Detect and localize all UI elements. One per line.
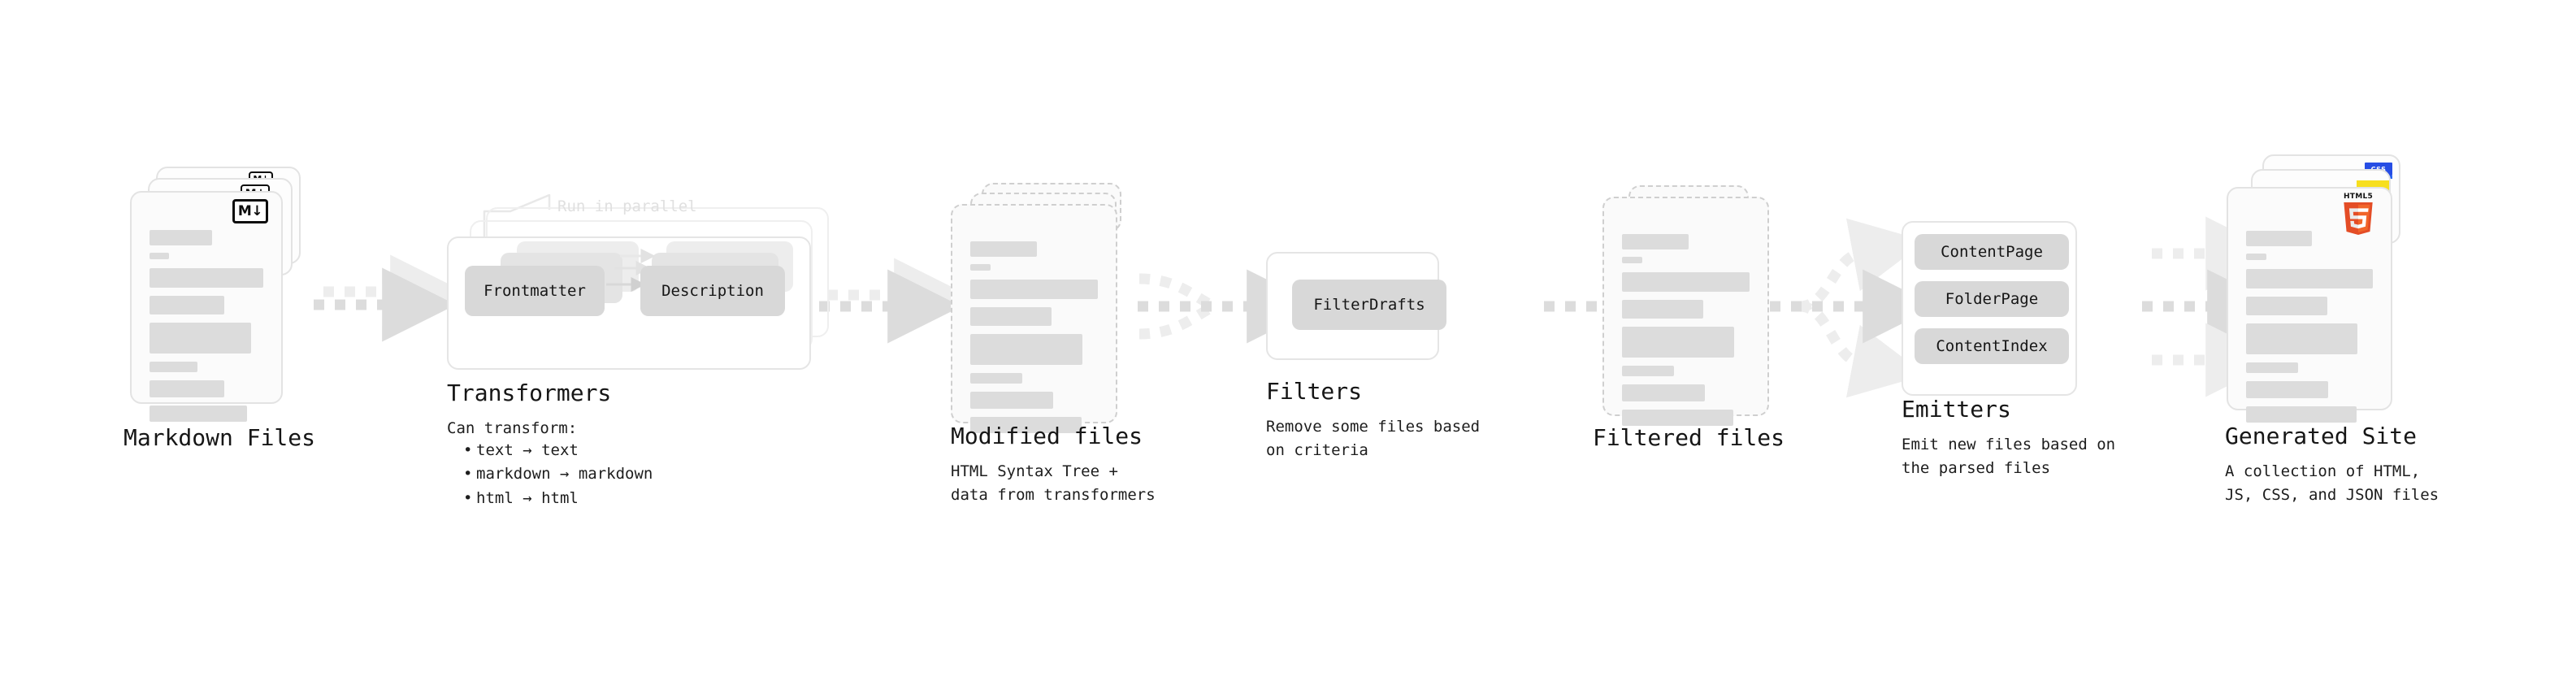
generated-site-description: A collection of HTML, JS, CSS, and JSON … — [2225, 462, 2439, 505]
emitters-description: Emit new files based on the parsed files — [1902, 436, 2116, 478]
transformer-pill-description[interactable]: Description — [640, 266, 785, 316]
filters-title: Filters — [1266, 378, 1363, 405]
transformer-bullet: text → text — [463, 439, 653, 463]
generated-card-content — [2246, 231, 2373, 423]
content-bar — [970, 264, 991, 271]
content-bar — [150, 296, 225, 314]
filters-description: Remove some files based on criteria — [1266, 418, 1481, 460]
filtered-card-content — [1622, 234, 1750, 426]
content-bar — [150, 380, 225, 397]
generated-site-title: Generated Site — [2225, 423, 2418, 449]
modified-card-front — [951, 204, 1117, 433]
html5-icon-word: HTML5 — [2343, 193, 2374, 201]
modified-files-stack — [951, 183, 1146, 433]
modified-files-title: Modified files — [951, 423, 1143, 449]
emitter-pill-contentpage[interactable]: ContentPage — [1915, 234, 2069, 270]
content-bar — [1622, 410, 1733, 426]
content-bar — [970, 280, 1098, 299]
filtered-files-stack — [1602, 185, 1781, 426]
content-bar — [1622, 366, 1675, 376]
content-bar — [970, 334, 1083, 365]
content-bar — [2246, 231, 2313, 246]
arrow-transformers-to-modified — [819, 258, 969, 344]
content-bar — [2246, 297, 2327, 315]
content-bar — [1622, 327, 1735, 358]
arrow-markdown-to-transformers — [314, 254, 465, 342]
modified-card-content — [970, 241, 1098, 433]
content-bar — [970, 392, 1054, 409]
markdown-files-stack: M↓ M↓ M↓ — [130, 167, 317, 422]
content-bar — [150, 230, 212, 245]
content-bar — [1622, 384, 1706, 401]
content-bar — [2246, 362, 2298, 373]
emitters-title: Emitters — [1902, 396, 2011, 423]
content-bar — [2246, 406, 2357, 423]
html5-shield-glyph — [2344, 202, 2373, 235]
content-bar — [1622, 272, 1750, 292]
html5-icon: HTML5 — [2340, 193, 2376, 236]
content-bar — [150, 323, 251, 354]
content-bar — [150, 362, 197, 372]
transformers-title: Transformers — [447, 380, 612, 406]
content-bar — [150, 268, 263, 288]
filter-pill-filterdrafts[interactable]: FilterDrafts — [1292, 280, 1446, 330]
content-bar — [150, 406, 248, 422]
emitter-pill-contentindex[interactable]: ContentIndex — [1915, 328, 2069, 364]
markdown-card-content — [150, 230, 263, 422]
transformers-description-intro: Can transform: — [447, 419, 578, 437]
markdown-files-title: Markdown Files — [124, 424, 316, 451]
transformer-bullet: markdown → markdown — [463, 462, 653, 487]
markdown-card-front — [130, 191, 283, 422]
transformer-inner-arrows — [606, 249, 656, 292]
content-bar — [2246, 254, 2266, 260]
emitter-pill-folderpage[interactable]: FolderPage — [1915, 281, 2069, 317]
transformer-pill-frontmatter[interactable]: Frontmatter — [465, 266, 605, 316]
content-bar — [2246, 323, 2358, 354]
generated-card-front — [2227, 187, 2392, 423]
transformers-bullet-list: text → text markdown → markdown html → h… — [462, 439, 653, 511]
content-bar — [970, 241, 1037, 257]
content-bar — [2246, 269, 2373, 288]
arrow-modified-to-filters — [1138, 269, 1321, 344]
content-bar — [1622, 234, 1689, 249]
content-bar — [150, 253, 169, 259]
markdown-icon: M↓ — [232, 199, 268, 223]
generated-site-stack: CSS JS HTML5 — [2227, 154, 2438, 423]
transformers-group: Frontmatter Description — [447, 207, 829, 370]
content-bar — [1622, 300, 1704, 319]
transformer-bullet: html → html — [463, 487, 653, 511]
content-bar — [970, 417, 1082, 433]
content-bar — [970, 373, 1023, 384]
content-bar — [2246, 381, 2329, 398]
content-bar — [970, 307, 1052, 326]
filtered-card-front — [1602, 197, 1769, 426]
modified-files-description: HTML Syntax Tree + data from transformer… — [951, 462, 1156, 505]
run-in-parallel-note: Run in parallel — [557, 197, 697, 215]
content-bar — [1622, 257, 1643, 263]
filtered-files-title: Filtered files — [1593, 424, 1785, 451]
arrow-emitters-to-generated — [2142, 216, 2282, 397]
